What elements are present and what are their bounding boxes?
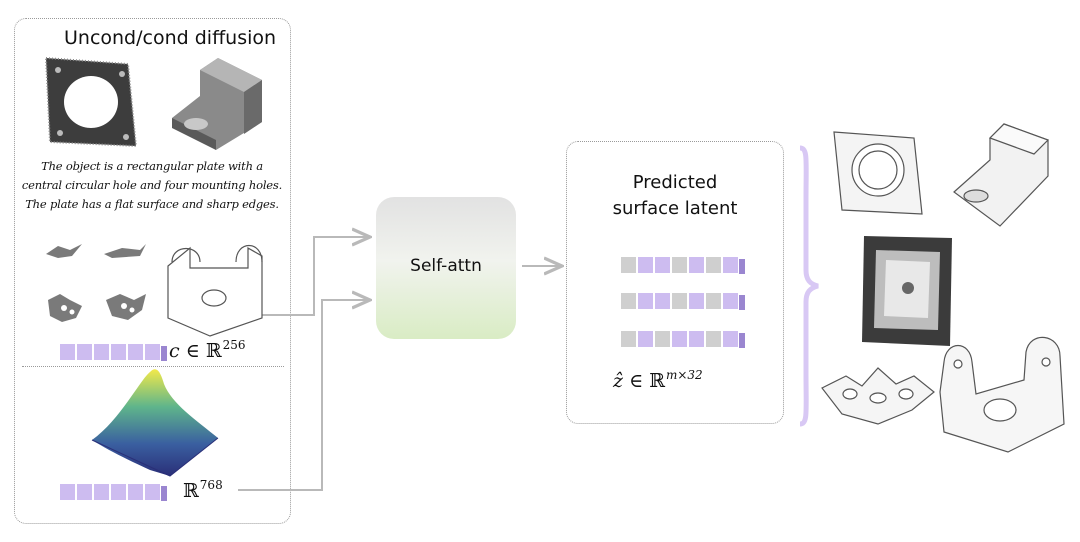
- self-attention-label: Self-attn: [410, 256, 482, 276]
- latent-token: [654, 330, 671, 348]
- latent-token-edge: [739, 259, 745, 274]
- latent-token: [688, 292, 705, 310]
- latent-title-line1: Predicted: [632, 172, 718, 193]
- output-stepped-block: [953, 123, 1050, 227]
- latent-formula: ẑ ∈ ℝm×32: [613, 368, 703, 392]
- latent-panel: [566, 141, 784, 424]
- latent-token: [671, 256, 688, 274]
- output-batarang: [821, 367, 935, 425]
- latent-token: [705, 256, 722, 274]
- point-cloud-plate: [44, 56, 138, 148]
- condition-formula: c ∈ ℝ256: [169, 338, 246, 362]
- latent-token: [705, 292, 722, 310]
- latent-token: [671, 330, 688, 348]
- latent-token: [637, 292, 654, 310]
- latent-token: [688, 256, 705, 274]
- latent-token-row: [620, 330, 745, 348]
- output-square-frame: [862, 236, 952, 346]
- text-embedding-formula: ℝ768: [183, 478, 223, 502]
- latent-token: [705, 330, 722, 348]
- surface-plot: [91, 369, 219, 477]
- output-brace: [799, 145, 819, 427]
- arrow-text: [238, 300, 368, 491]
- output-bracket: [939, 336, 1065, 453]
- latent-token: [671, 292, 688, 310]
- sketch-bracket: [167, 245, 263, 337]
- latent-token: [637, 330, 654, 348]
- self-attention-block: [376, 197, 516, 339]
- condition-token-strip: [59, 343, 167, 361]
- latent-token-edge: [739, 333, 745, 348]
- latent-token-row: [620, 292, 745, 310]
- conditioning-title: Uncond/cond diffusion: [64, 27, 277, 49]
- arrow-condition: [262, 237, 368, 316]
- latent-title-line2: surface latent: [612, 198, 738, 219]
- latent-token: [688, 330, 705, 348]
- latent-token: [620, 330, 637, 348]
- latent-token-edge: [739, 295, 745, 310]
- latent-token: [722, 292, 739, 310]
- conditioning-divider: [22, 366, 284, 367]
- mesh-block: [172, 58, 262, 150]
- latent-token: [637, 256, 654, 274]
- latent-title: Predicted surface latent: [566, 170, 784, 222]
- latent-token: [722, 256, 739, 274]
- latent-token: [620, 292, 637, 310]
- text-condition-caption: The object is a rectangular plate with a…: [21, 159, 283, 211]
- output-ring-plate: [833, 131, 923, 215]
- latent-token: [620, 256, 637, 274]
- latent-token-row: [620, 256, 745, 274]
- latent-token: [722, 330, 739, 348]
- conditioning-panel: [14, 18, 291, 524]
- latent-token: [654, 256, 671, 274]
- latent-token: [654, 292, 671, 310]
- text-token-strip: [59, 483, 167, 501]
